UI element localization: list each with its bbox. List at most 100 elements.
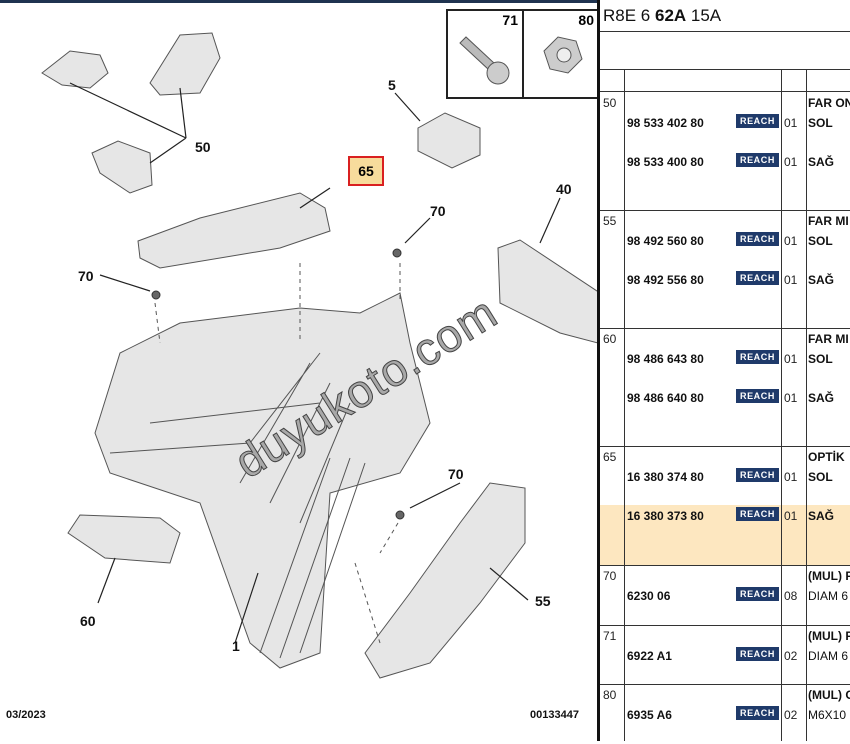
part: 98 486 643 80	[627, 352, 704, 366]
parts-diagram: 71 80 5 50 65 40 70 70 70 60 55 1 duyuko…	[0, 0, 600, 721]
title-bold: 62A	[654, 6, 687, 25]
desc: (MUL) F	[808, 629, 850, 643]
reach-badge: REACH	[736, 271, 779, 285]
side: SOL	[808, 352, 833, 366]
table-divider	[600, 31, 850, 32]
selected-part-number: 16 380 373 80	[627, 509, 704, 523]
qty: 02	[784, 708, 798, 722]
module-5	[417, 112, 481, 169]
qty: 01	[784, 470, 798, 484]
desc: FAR MI	[808, 332, 849, 346]
callout-60: 60	[80, 613, 96, 629]
bracket-55	[364, 482, 526, 679]
callout-55: 55	[535, 593, 551, 609]
selected-row-highlight	[600, 505, 850, 565]
screw-icon	[459, 36, 510, 85]
reach-badge: REACH	[736, 350, 779, 364]
module-40	[497, 239, 597, 344]
desc2: M6X10	[808, 708, 847, 722]
part: 98 492 560 80	[627, 234, 704, 248]
callout-50: 50	[195, 139, 211, 155]
qty: 01	[784, 234, 798, 248]
desc: (MUL) F	[808, 569, 850, 583]
desc: FAR ON	[808, 96, 850, 110]
callout-65: 65	[358, 163, 374, 179]
desc: FAR MI	[808, 214, 849, 228]
hardware-box-80: 80	[522, 9, 600, 99]
side: SOL	[808, 116, 833, 130]
side: SAĞ	[808, 273, 835, 287]
diagram-date: 03/2023	[6, 709, 46, 721]
callout-71: 71	[502, 12, 518, 28]
callout-70: 70	[78, 268, 94, 284]
table-divider	[600, 69, 850, 70]
side: SAĞ	[808, 509, 835, 523]
index: 70	[603, 569, 617, 583]
bracket-50-c	[91, 140, 153, 194]
callout-40: 40	[556, 181, 572, 197]
qty: 01	[784, 391, 798, 405]
hardware-box-71: 71	[446, 9, 524, 99]
callout-70: 70	[448, 466, 464, 482]
desc: OPTİK	[808, 450, 845, 464]
qty: 08	[784, 589, 798, 603]
table-divider	[600, 91, 850, 92]
reach-badge: REACH	[736, 114, 779, 128]
part: 98 486 640 80	[627, 391, 704, 405]
nut-icon	[543, 36, 583, 74]
desc: (MUL) C	[808, 688, 850, 702]
part: 98 533 402 80	[627, 116, 704, 130]
table-divider	[600, 328, 850, 329]
callout-5: 5	[388, 77, 396, 93]
reach-badge: REACH	[736, 706, 779, 720]
part: 6230 06	[627, 589, 671, 603]
index: 50	[603, 96, 617, 110]
index: 80	[603, 688, 617, 702]
qty: 01	[784, 352, 798, 366]
callout-70: 70	[430, 203, 446, 219]
callout-65-highlighted[interactable]: 65	[348, 156, 384, 186]
reach-badge: REACH	[736, 232, 779, 246]
reach-badge: REACH	[736, 507, 779, 521]
desc2: DIAM 6	[808, 589, 849, 603]
qty: 01	[784, 116, 798, 130]
table-divider	[806, 69, 807, 741]
desc2: DIAM 6	[808, 649, 849, 663]
table-divider	[624, 69, 625, 741]
side: SOL	[808, 234, 833, 248]
part: 6922 A1	[627, 649, 672, 663]
bracket-50-a	[41, 50, 109, 89]
index: 65	[603, 450, 617, 464]
qty: 01	[784, 155, 798, 169]
qty: 02	[784, 649, 798, 663]
qty: 01	[784, 509, 798, 523]
callout-80: 80	[578, 12, 594, 28]
reach-badge: REACH	[736, 647, 779, 661]
index: 71	[603, 629, 617, 643]
table-divider	[600, 210, 850, 211]
reach-badge: REACH	[736, 587, 779, 601]
reach-badge: REACH	[736, 153, 779, 167]
table-divider	[781, 69, 782, 741]
side: SAĞ	[808, 391, 835, 405]
qty: 01	[784, 273, 798, 287]
part: 16 380 374 80	[627, 470, 704, 484]
reach-badge: REACH	[736, 468, 779, 482]
part: 98 492 556 80	[627, 273, 704, 287]
title-suffix: 15A	[686, 6, 722, 25]
headlamp-1	[94, 292, 431, 669]
table-divider	[600, 625, 850, 626]
part: 6935 A6	[627, 708, 672, 722]
table-divider	[600, 684, 850, 685]
table-divider	[600, 565, 850, 566]
title-prefix: R8E 6	[603, 6, 655, 25]
index: 55	[603, 214, 617, 228]
side: SOL	[808, 470, 833, 484]
part: 98 533 400 80	[627, 155, 704, 169]
reach-badge: REACH	[736, 389, 779, 403]
bracket-65	[137, 192, 331, 269]
table-title: R8E 6 62A 15A	[603, 6, 721, 26]
index: 60	[603, 332, 617, 346]
callout-1: 1	[232, 638, 240, 654]
parts-table: R8E 6 62A 15A 50 FAR ON 98 533 402 80 REA…	[597, 0, 850, 741]
